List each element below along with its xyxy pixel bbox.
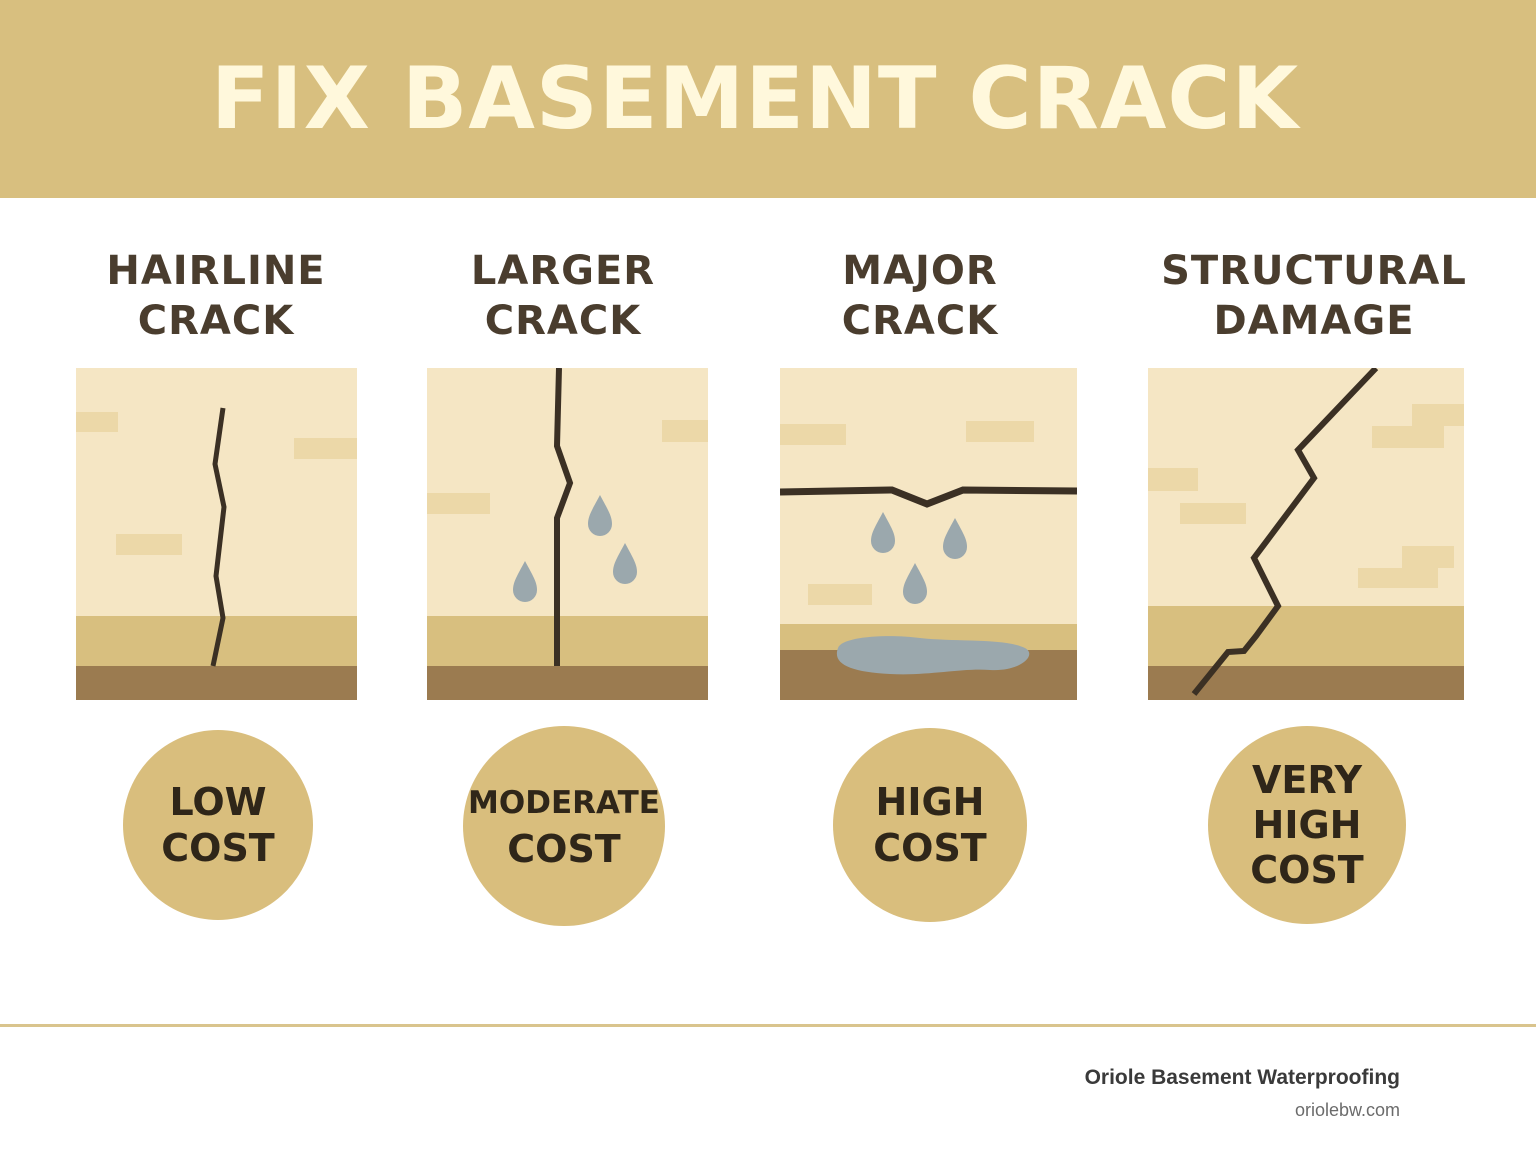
panel-title-line: STRUCTURAL (1161, 248, 1467, 294)
panel-title-larger: LARGER CRACK (418, 246, 708, 346)
footer-divider (0, 1024, 1536, 1027)
crack (553, 368, 574, 666)
brick (1358, 546, 1454, 588)
panel-title-line: CRACK (484, 298, 642, 344)
cost-badge-line: COST (1250, 847, 1364, 892)
crack (1191, 368, 1379, 696)
floor (76, 666, 357, 700)
cost-badge-line: COST (161, 826, 275, 870)
water-puddle (836, 636, 1030, 675)
water-drop (613, 543, 637, 584)
water-drop (588, 495, 612, 536)
panel-title-structural: STRUCTURAL DAMAGE (1146, 246, 1482, 346)
cost-badge-line: HIGH (875, 780, 985, 824)
brick (1148, 468, 1198, 491)
panel-title-line: CRACK (841, 298, 999, 344)
water-drop (871, 512, 895, 553)
page-title: FIX BASEMENT CRACK (210, 49, 1300, 149)
panel-title-line: LARGER (470, 248, 656, 294)
brick (76, 412, 118, 432)
major-crack-illustration (780, 368, 1077, 700)
water-drop (513, 561, 537, 602)
floor-band (427, 616, 708, 666)
panel-title-line: DAMAGE (1213, 298, 1415, 344)
brick (294, 438, 357, 459)
water-drop (943, 518, 967, 559)
cost-badge-low: LOW COST (123, 730, 313, 920)
crack (780, 486, 1077, 508)
cost-badge-high: HIGH COST (833, 728, 1027, 922)
brick (1180, 503, 1246, 524)
floor (427, 666, 708, 700)
brand-url[interactable]: oriolebw.com (1294, 1100, 1400, 1120)
brand-name: Oriole Basement Waterproofing (1084, 1066, 1400, 1089)
brick (116, 534, 182, 555)
structural-damage-illustration (1148, 368, 1464, 700)
panel-title-line: HAIRLINE (106, 248, 326, 294)
hairline-crack-illustration (76, 368, 357, 700)
panel-title-line: MAJOR (842, 248, 998, 294)
brick (808, 584, 872, 605)
cost-badge-very-high: VERY HIGH COST (1208, 726, 1406, 924)
cost-badge-line: COST (507, 827, 621, 871)
water-drop (903, 563, 927, 604)
brick (427, 493, 490, 514)
cost-badge-line: COST (873, 826, 987, 870)
panel-title-major: MAJOR CRACK (780, 246, 1060, 346)
panel-title-line: CRACK (137, 298, 295, 344)
crack (210, 407, 227, 667)
wall (780, 368, 1077, 624)
brick (780, 424, 846, 445)
cost-badge-line: MODERATE (468, 785, 660, 821)
cost-badge-moderate: MODERATE COST (463, 726, 665, 926)
brick (662, 420, 708, 442)
brick (1372, 404, 1464, 448)
cost-badge-line: HIGH (1252, 802, 1362, 847)
brick (966, 421, 1034, 442)
panel-title-hairline: HAIRLINE CRACK (66, 246, 366, 346)
header-banner: FIX BASEMENT CRACK (0, 0, 1536, 198)
cost-badge-line: LOW (169, 780, 267, 824)
cost-badge-line: VERY (1251, 757, 1363, 802)
floor-band (1148, 606, 1464, 666)
larger-crack-illustration (427, 368, 708, 700)
